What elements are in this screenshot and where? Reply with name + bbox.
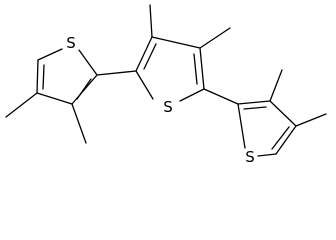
bond-center-c2-c3-inner — [143, 43, 157, 70]
bond-left-c4-c3 — [36, 92, 73, 105]
bond-right-c2-c3 — [237, 100, 271, 105]
bond-center-c3-c4 — [151, 36, 201, 49]
bond-left-c3-c2-inner — [76, 78, 92, 100]
bond-right-c4-c5 — [275, 125, 297, 155]
center-sulfur-label: S — [163, 98, 173, 116]
bond-left-s-c5 — [37, 48, 63, 61]
bond-right-c5-s — [257, 153, 277, 157]
bond-center-methyl-b — [199, 27, 231, 49]
bond-link-left-center — [96, 70, 137, 76]
bond-left-c5-c4-inner — [42, 64, 45, 90]
bond-right-s-c2 — [237, 103, 246, 149]
bond-left-methyl-a — [5, 92, 38, 118]
bond-right-methyl-b — [295, 113, 327, 127]
bond-center-c5-s — [179, 88, 205, 102]
left-thiophene-ring — [5, 48, 98, 144]
bond-left-c5-c4 — [36, 59, 39, 94]
bond-center-methyl-a — [149, 4, 153, 38]
right-sulfur-label: S — [245, 148, 255, 166]
bond-left-c3-c2 — [71, 74, 98, 105]
bond-right-c3-c4 — [269, 100, 297, 127]
bond-left-c2-s — [78, 49, 98, 76]
bond-center-c4-c5 — [199, 47, 205, 90]
terthiophene-structure: S S S — [5, 4, 327, 166]
bond-right-methyl-a — [269, 69, 283, 102]
bond-link-center-right — [203, 88, 239, 105]
bond-center-c2-c3 — [135, 36, 153, 72]
bond-right-c4-c5-inner — [271, 126, 290, 150]
bond-center-c4-c5-inner — [193, 53, 198, 85]
center-thiophene-ring — [135, 4, 231, 102]
right-thiophene-ring — [237, 69, 327, 157]
bond-center-s-c2 — [135, 70, 154, 100]
bond-left-methyl-b — [71, 103, 87, 144]
left-sulfur-label: S — [66, 34, 76, 52]
bond-right-c2-c3-inner — [243, 106, 267, 110]
